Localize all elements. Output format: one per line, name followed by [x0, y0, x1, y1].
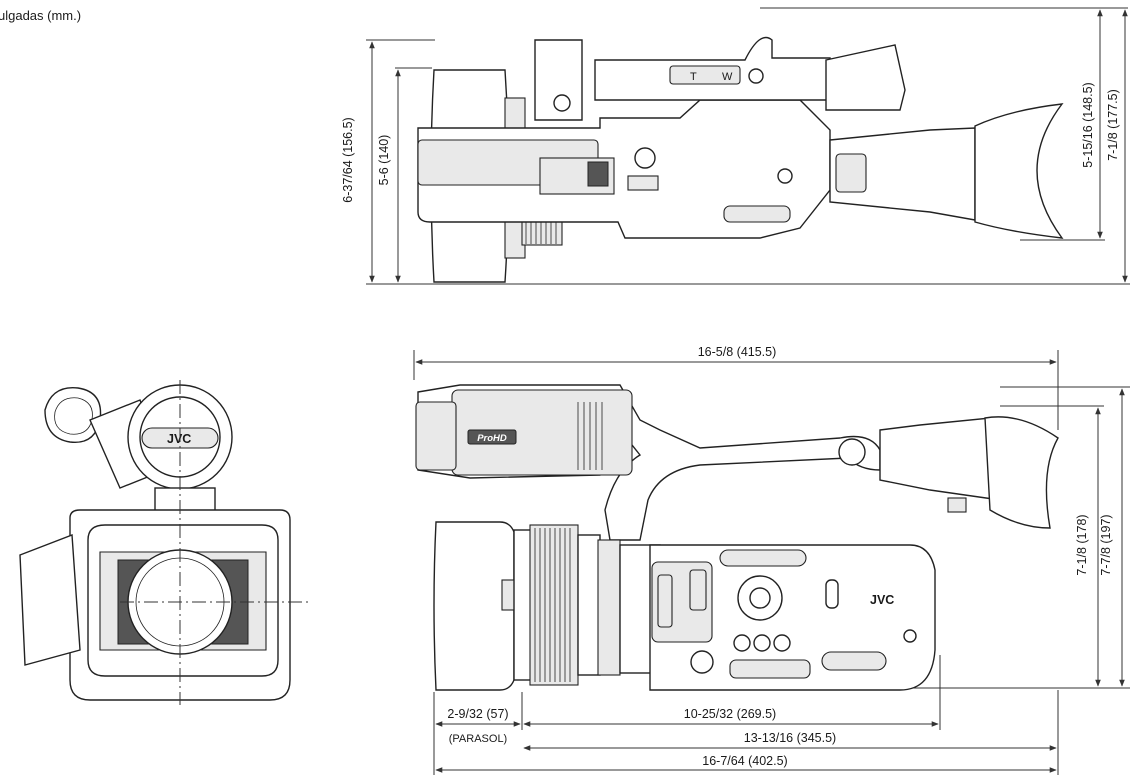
- prohd-badge: ProHD: [477, 433, 507, 444]
- strap-loop: [835, 153, 867, 193]
- top-view: T W 6-37/64 (156.5) 5-6 (140) 5-15/16 (1…: [341, 7, 1130, 285]
- dim-text-total-top: 16-5/8 (415.5): [698, 345, 777, 359]
- jog-dial-inner: [749, 587, 771, 609]
- small-dial: [777, 168, 793, 184]
- focus-ring: [529, 524, 579, 686]
- side-brand-logo: JVC: [870, 593, 894, 607]
- side-round-button: [690, 650, 714, 674]
- viewfinder-base: [825, 44, 906, 111]
- dim-text-overall-height: 6-37/64 (156.5): [341, 117, 355, 202]
- front-view: JVC: [19, 380, 310, 705]
- side-button-2: [753, 634, 771, 652]
- record-button: [748, 68, 764, 84]
- handle-end-knob: [838, 438, 866, 466]
- side-knob: [634, 147, 656, 169]
- toggle-switch: [689, 569, 707, 611]
- dim-text-height-2: 7-7/8 (197): [1099, 514, 1113, 575]
- handle-knob: [553, 94, 571, 112]
- vent-lines: [577, 402, 603, 470]
- side-button-1: [733, 634, 751, 652]
- ovals-row: [821, 651, 887, 671]
- dim-text-body-length: 10-25/32 (269.5): [684, 707, 776, 721]
- monitor-hinge: [415, 401, 457, 471]
- front-brand-logo: JVC: [167, 432, 191, 446]
- side-slot: [825, 579, 839, 609]
- dim-text-right-1: 5-15/16 (148.5): [1081, 82, 1095, 167]
- dim-text-total-bottom: 16-7/64 (402.5): [702, 754, 787, 768]
- dim-text-parasol: 2-9/32 (57): [447, 707, 508, 721]
- slider-switch: [657, 574, 673, 628]
- side-small-screw: [903, 629, 917, 643]
- button-cluster: [723, 205, 791, 223]
- dim-text-length-2: 13-13/16 (345.5): [744, 731, 836, 745]
- top-dark-button: [587, 161, 609, 187]
- dim-text-right-2: 7-1/8 (177.5): [1106, 89, 1120, 161]
- vf-clip: [947, 497, 967, 513]
- handle-stem: [154, 487, 216, 514]
- side-lens-hood: [433, 521, 515, 691]
- dim-text-height-1: 7-1/8 (178): [1075, 514, 1089, 575]
- prohd-badge-bg: [467, 429, 517, 445]
- bottom-button-row: [729, 659, 811, 679]
- side-viewfinder: [879, 417, 1001, 501]
- focus-ring-grips: [534, 528, 571, 682]
- side-view: 16-5/8 (415.5) 7-1/8 (178) 7-7/8 (197) P…: [413, 345, 1130, 775]
- parasol-label: (PARASOL): [449, 733, 507, 745]
- units-label: ulgadas (mm.): [0, 8, 82, 23]
- zoom-ring: [597, 539, 621, 676]
- zoom-label-w: W: [722, 71, 733, 83]
- zoom-label-t: T: [690, 71, 697, 83]
- side-eyecup: [984, 416, 1059, 529]
- dim-text-body-height: 5-6 (140): [377, 135, 391, 186]
- eyecup: [974, 103, 1064, 239]
- camera-body-top: [417, 99, 831, 239]
- zoom-lever: [669, 65, 741, 85]
- top-buttons: [719, 549, 807, 567]
- handle-front: [534, 39, 583, 121]
- switch-block: [627, 175, 659, 191]
- side-button-3: [773, 634, 791, 652]
- front-side-grip: [19, 534, 81, 666]
- lens-ring-2: [577, 534, 601, 676]
